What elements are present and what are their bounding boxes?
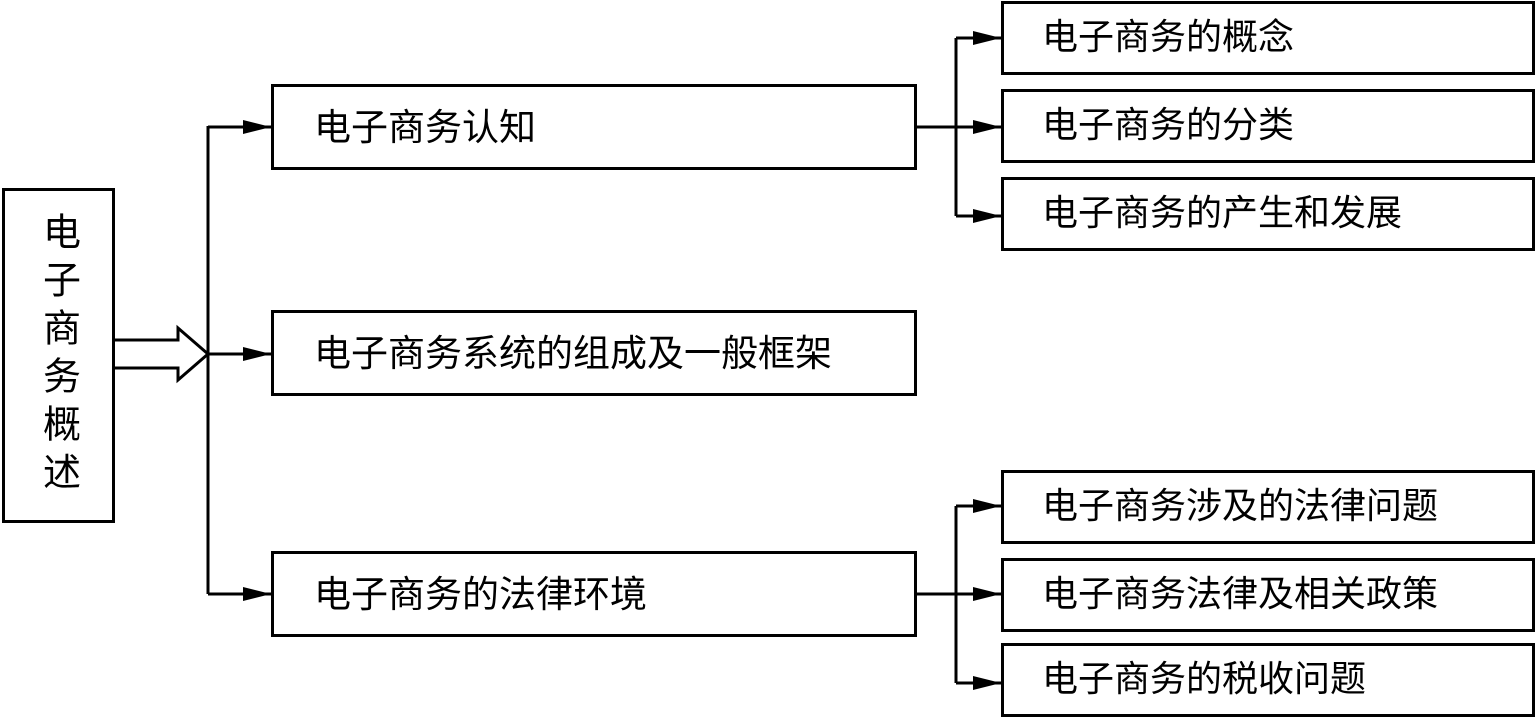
root-node-label: 电子商务概述 xyxy=(36,211,81,500)
leaf-node-1-2-label: 电子商务的分类 xyxy=(1042,105,1295,146)
root-hollow-arrow xyxy=(115,324,211,384)
branch-node-3: 电子商务的法律环境 xyxy=(271,551,917,637)
leaf-node-3-1-label: 电子商务涉及的法律问题 xyxy=(1042,486,1439,527)
leaf-node-3-2: 电子商务法律及相关政策 xyxy=(1001,558,1535,632)
branch-node-1: 电子商务认知 xyxy=(271,84,917,170)
leaf-node-3-1: 电子商务涉及的法律问题 xyxy=(1001,470,1535,544)
leaf-node-1-1: 电子商务的概念 xyxy=(1001,1,1535,75)
leaf-node-1-2: 电子商务的分类 xyxy=(1001,89,1535,163)
leaf-node-3-2-label: 电子商务法律及相关政策 xyxy=(1042,574,1439,615)
leaf-node-1-3-label: 电子商务的产生和发展 xyxy=(1042,193,1403,234)
branch-node-3-label: 电子商务的法律环境 xyxy=(314,572,647,616)
leaf-node-3-3-label: 电子商务的税收问题 xyxy=(1042,659,1367,700)
leaf-node-3-3: 电子商务的税收问题 xyxy=(1001,643,1535,717)
branch-node-2: 电子商务系统的组成及一般框架 xyxy=(271,310,917,396)
leaf-node-1-3: 电子商务的产生和发展 xyxy=(1001,177,1535,251)
branch-node-1-label: 电子商务认知 xyxy=(314,105,536,149)
leaf-node-1-1-label: 电子商务的概念 xyxy=(1042,17,1295,58)
branch-node-2-label: 电子商务系统的组成及一般框架 xyxy=(314,331,832,375)
root-node: 电子商务概述 xyxy=(2,188,115,523)
